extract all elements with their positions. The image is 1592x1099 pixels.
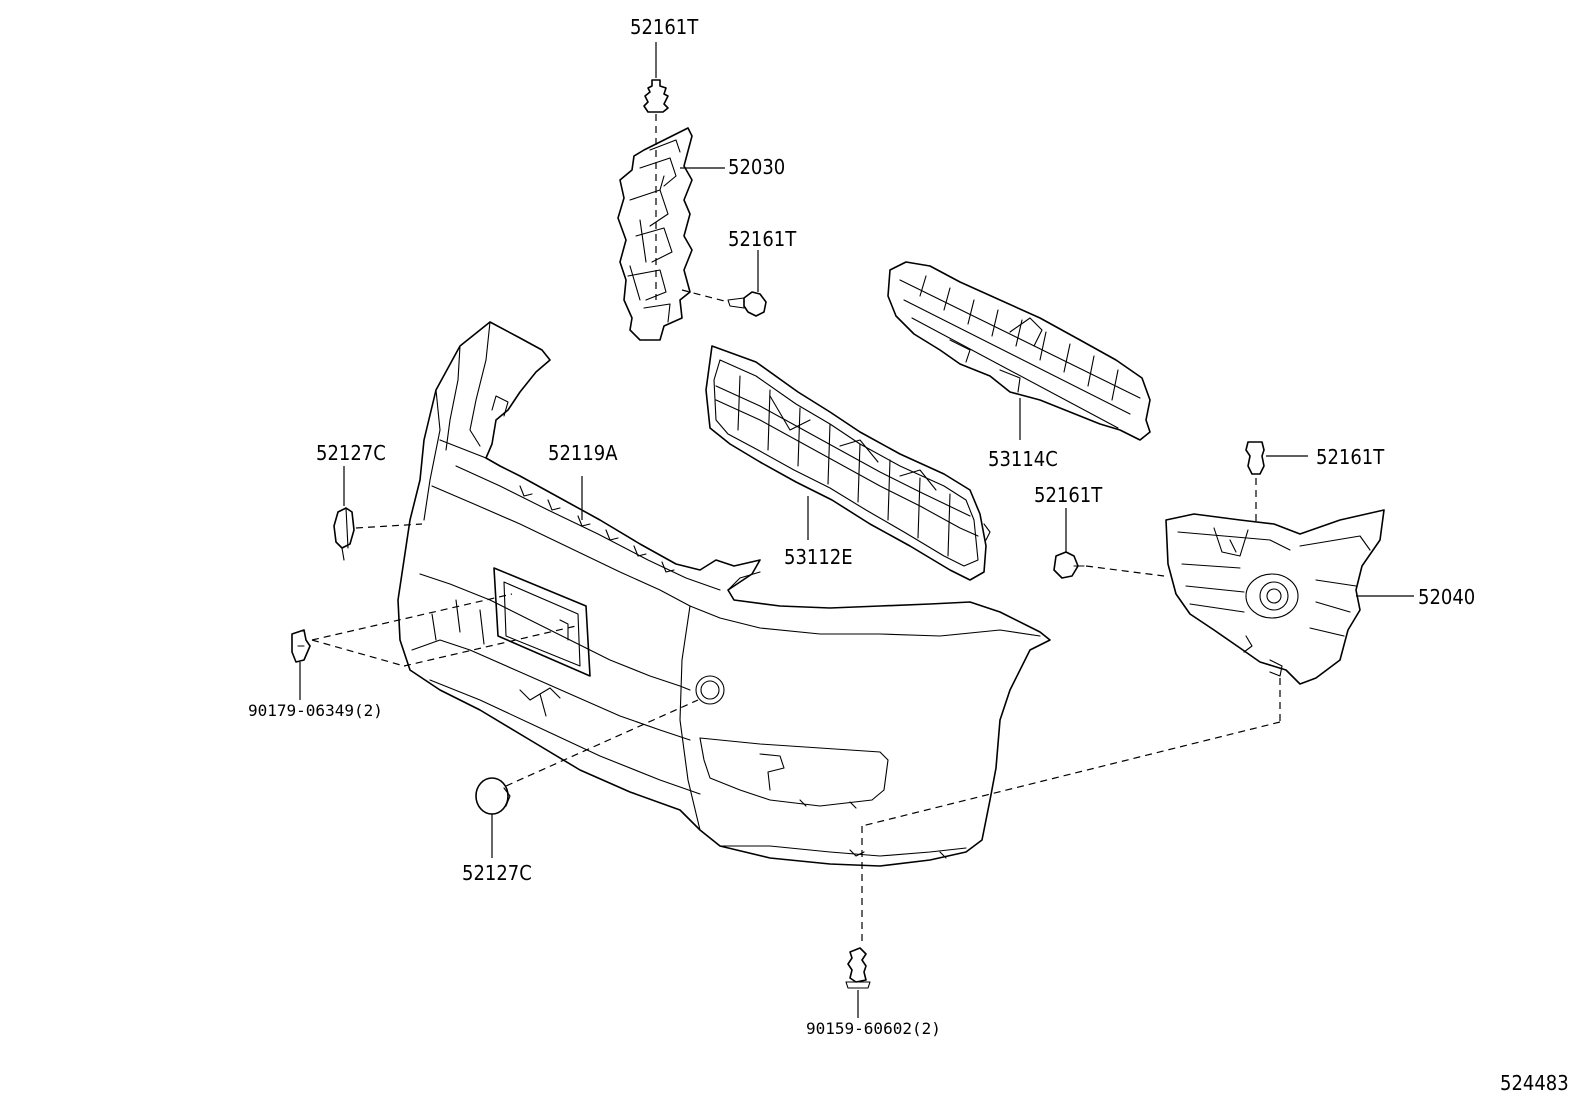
bracket-52030 (617, 127, 725, 341)
callout-52127C-bottom: 52127C (462, 861, 532, 885)
callout-52161T-right: 52161T (1316, 445, 1385, 469)
clip-52161T-right (1245, 441, 1308, 475)
clip-52161T-top (643, 42, 669, 113)
bolt-90159-60602 (845, 947, 871, 1018)
bumper-cover-52119A (397, 321, 1051, 867)
leader-dash-bracket-to-bumper (861, 721, 1281, 827)
callout-53112E: 53112E (784, 545, 853, 569)
nut-90179-06349 (291, 629, 311, 700)
leader-dash-nut-lower-2 (403, 625, 577, 667)
callout-53114C: 53114C (988, 447, 1058, 471)
cap-52127C-bottom (475, 777, 511, 858)
clip-52161T-mid (727, 250, 767, 317)
callout-90159-60602: 90159-60602(2) (806, 1019, 941, 1038)
cap-52127C-left (333, 466, 355, 561)
callout-52119A: 52119A (548, 441, 618, 465)
grille-53112E (705, 345, 991, 581)
callout-90179-06349: 90179-06349(2) (248, 701, 383, 720)
leader-dash-nut-upper (311, 593, 513, 641)
leader-dash-left-cap (355, 523, 423, 529)
callout-52161T-top: 52161T (630, 15, 699, 39)
callout-52127C-left: 52127C (316, 441, 386, 465)
leader-dash-center-clip (1085, 565, 1165, 577)
callout-52161T-mid: 52161T (728, 227, 797, 251)
leader-dash-mid-clip (681, 289, 729, 303)
callout-52040: 52040 (1418, 585, 1475, 609)
clip-52161T-center (1053, 508, 1085, 579)
callout-52161T-center: 52161T (1034, 483, 1103, 507)
callout-52030: 52030 (728, 155, 785, 179)
leader-dash-nut-lower (311, 639, 405, 667)
diagram-id: 524483 (1500, 1071, 1569, 1095)
reinforcement-53114C (887, 261, 1151, 441)
bracket-52040 (1165, 509, 1414, 685)
